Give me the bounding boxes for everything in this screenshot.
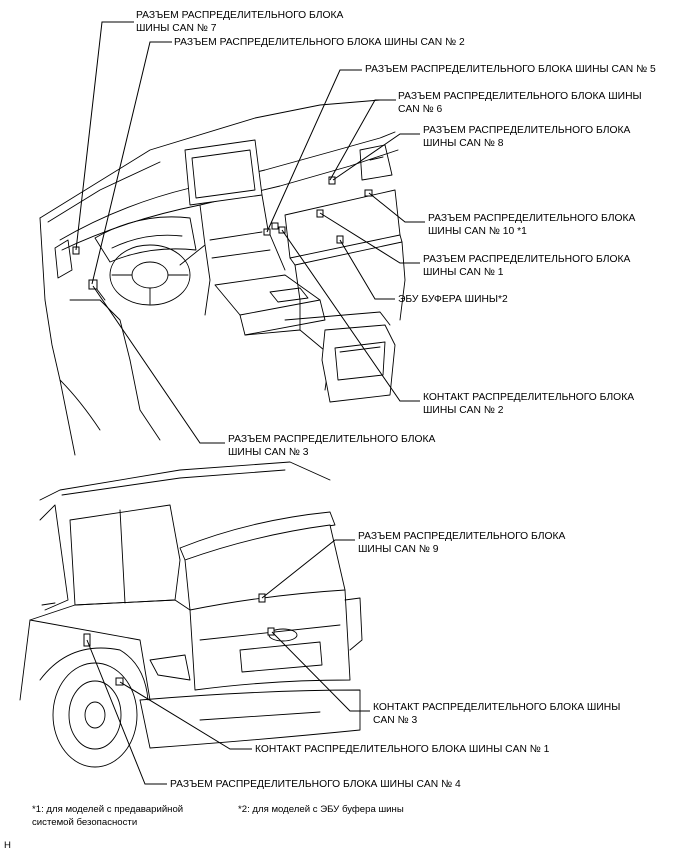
label-can8-line2: ШИНЫ CAN № 8 bbox=[423, 138, 504, 149]
footnote-1-line2: системой безопасности bbox=[32, 817, 137, 828]
contact-can1 bbox=[115, 677, 124, 686]
footnote-1-line1: *1: для моделей с предаварийной bbox=[32, 804, 183, 815]
footnote-2: *2: для моделей с ЭБУ буфера шины bbox=[238, 804, 404, 815]
rear-labels: РАЗЪЕМ РАСПРЕДЕЛИТЕЛЬНОГО БЛОКА ШИНЫ CAN… bbox=[170, 531, 620, 790]
label-can3-line1: РАЗЪЕМ РАСПРЕДЕЛИТЕЛЬНОГО БЛОКА bbox=[228, 434, 436, 445]
connector-can6-8 bbox=[328, 176, 336, 185]
label-contact3-line1: КОНТАКТ РАСПРЕДЕЛИТЕЛЬНОГО БЛОКА ШИНЫ bbox=[373, 702, 620, 713]
label-can1-line2: ШИНЫ CAN № 1 bbox=[423, 267, 504, 278]
label-can10-line1: РАЗЪЕМ РАСПРЕДЕЛИТЕЛЬНОГО БЛОКА bbox=[428, 213, 636, 224]
label-can6-line1: РАЗЪЕМ РАСПРЕДЕЛИТЕЛЬНОГО БЛОКА ШИНЫ bbox=[398, 91, 642, 102]
vehicle-rear-illustration bbox=[19, 461, 363, 768]
ecu-bus-buffer bbox=[336, 235, 344, 244]
contact-can3 bbox=[267, 627, 275, 636]
label-can10-line2: ШИНЫ CAN № 10 *1 bbox=[428, 226, 527, 237]
label-can1-line1: РАЗЪЕМ РАСПРЕДЕЛИТЕЛЬНОГО БЛОКА bbox=[423, 254, 631, 265]
label-contact2-line1: КОНТАКТ РАСПРЕДЕЛИТЕЛЬНОГО БЛОКА bbox=[423, 392, 634, 403]
label-ecu: ЭБУ БУФЕРА ШИНЫ*2 bbox=[398, 294, 508, 305]
label-contact2-line2: ШИНЫ CAN № 2 bbox=[423, 405, 504, 416]
label-can9-line1: РАЗЪЕМ РАСПРЕДЕЛИТЕЛЬНОГО БЛОКА bbox=[358, 531, 566, 542]
label-can7-line1: РАЗЪЕМ РАСПРЕДЕЛИТЕЛЬНОГО БЛОКА bbox=[136, 10, 344, 21]
interior-leader-lines bbox=[75, 21, 425, 444]
connector-can5 bbox=[271, 222, 279, 230]
corner-mark: H bbox=[4, 840, 11, 851]
label-can6-line2: CAN № 6 bbox=[398, 104, 443, 115]
label-can2: РАЗЪЕМ РАСПРЕДЕЛИТЕЛЬНОГО БЛОКА ШИНЫ CAN… bbox=[174, 37, 465, 48]
label-can4: РАЗЪЕМ РАСПРЕДЕЛИТЕЛЬНОГО БЛОКА ШИНЫ CAN… bbox=[170, 779, 461, 790]
label-contact1: КОНТАКТ РАСПРЕДЕЛИТЕЛЬНОГО БЛОКА ШИНЫ CA… bbox=[255, 744, 550, 755]
label-can5: РАЗЪЕМ РАСПРЕДЕЛИТЕЛЬНОГО БЛОКА ШИНЫ CAN… bbox=[365, 64, 656, 75]
label-can8-line1: РАЗЪЕМ РАСПРЕДЕЛИТЕЛЬНОГО БЛОКА bbox=[423, 125, 631, 136]
connector-can10 bbox=[364, 189, 373, 197]
rear-leader-lines bbox=[86, 539, 370, 785]
interior-labels: РАЗЪЕМ РАСПРЕДЕЛИТЕЛЬНОГО БЛОКА ШИНЫ CAN… bbox=[136, 10, 656, 458]
label-can3-line2: ШИНЫ CAN № 3 bbox=[228, 447, 309, 458]
label-can7-line2: ШИНЫ CAN № 7 bbox=[136, 23, 217, 34]
footnotes: *1: для моделей с предаварийной системой… bbox=[4, 804, 404, 851]
label-contact3-line2: CAN № 3 bbox=[373, 715, 418, 726]
label-can9-line2: ШИНЫ CAN № 9 bbox=[358, 544, 439, 555]
vehicle-interior-illustration bbox=[39, 99, 406, 456]
